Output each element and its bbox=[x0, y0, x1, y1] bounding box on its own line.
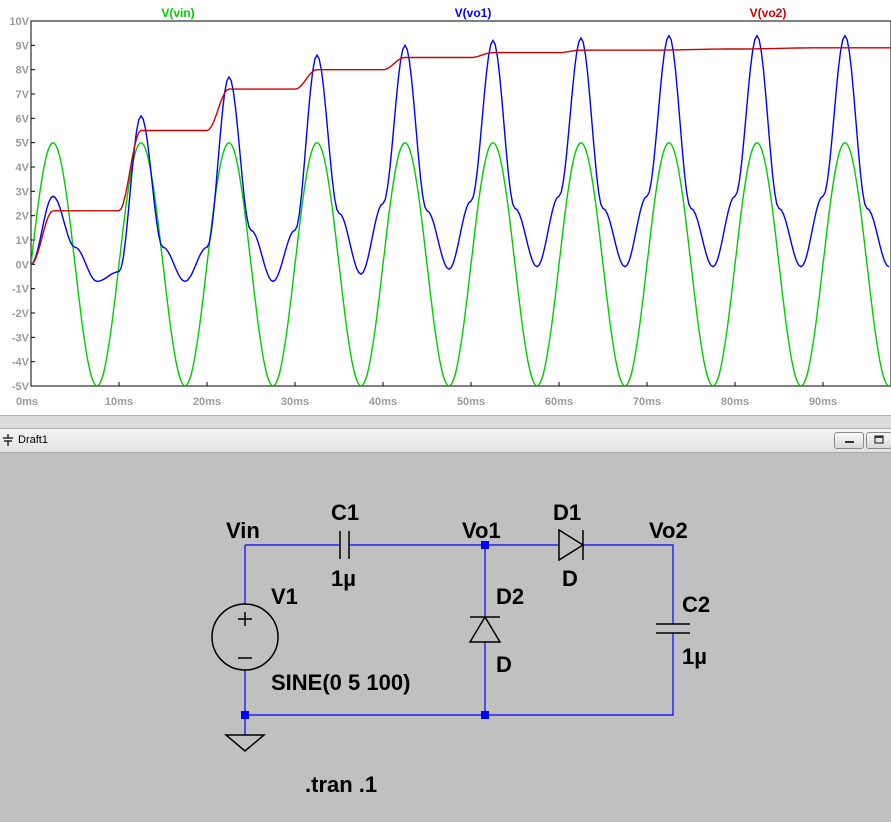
minimize-icon bbox=[845, 441, 854, 443]
v1-value[interactable]: SINE(0 5 100) bbox=[271, 670, 410, 695]
y-tick-label: 9V bbox=[16, 40, 30, 52]
x-tick-label: 70ms bbox=[633, 396, 661, 408]
y-axis: 10V 9V 8V 7V 6V 5V 4V 3V 2V 1V 0V -1V -2V -3V -4V -5V bbox=[9, 16, 35, 393]
y-tick-label: 6V bbox=[16, 113, 30, 125]
v1-name[interactable]: V1 bbox=[271, 584, 298, 609]
c2-name[interactable]: C2 bbox=[682, 592, 710, 617]
voltage-source-v1[interactable] bbox=[211, 603, 279, 671]
y-tick-label: 5V bbox=[16, 138, 30, 150]
draft-window-titlebar[interactable]: Draft1 bbox=[0, 429, 891, 453]
pane-splitter[interactable] bbox=[0, 415, 891, 429]
schematic-canvas[interactable]: Vin C1 1µ Vo1 D1 D Vo2 V1 SINE(0 5 100) … bbox=[0, 453, 891, 822]
trace-vo2[interactable] bbox=[31, 47, 891, 265]
y-tick-label: -5V bbox=[12, 381, 30, 393]
x-tick-label: 30ms bbox=[281, 396, 309, 408]
plot-frame bbox=[30, 20, 891, 387]
d2-name[interactable]: D2 bbox=[496, 584, 524, 609]
y-tick-label: 7V bbox=[16, 89, 30, 101]
waveform-viewer[interactable]: V(vin) V(vo1) V(vo2) 10V 9V 8V 7V 6V 5V 4V 3V 2V… bbox=[0, 0, 891, 415]
wire-d1-vo2-c2[interactable] bbox=[583, 544, 674, 624]
net-label-vo1[interactable]: Vo1 bbox=[462, 518, 501, 543]
draft-window-title: Draft1 bbox=[18, 434, 48, 446]
restore-icon bbox=[874, 435, 884, 444]
y-tick-label: -4V bbox=[12, 357, 30, 369]
y-tick-label: -3V bbox=[12, 332, 30, 344]
d1-name[interactable]: D1 bbox=[553, 500, 581, 525]
trace-group bbox=[31, 34, 891, 386]
capacitor-c2[interactable] bbox=[656, 623, 690, 634]
restore-button[interactable] bbox=[866, 432, 891, 449]
diode-d2[interactable] bbox=[468, 615, 502, 643]
trace-label-vo2[interactable]: V(vo2) bbox=[750, 6, 787, 20]
x-axis: 0ms 10ms 20ms 30ms 40ms 50ms 60ms 70ms 80ms 90ms bbox=[16, 382, 837, 408]
schematic-drawing[interactable]: Vin C1 1µ Vo1 D1 D Vo2 V1 SINE(0 5 100) … bbox=[0, 453, 891, 822]
wire-group[interactable] bbox=[244, 544, 674, 735]
schematic-document-icon bbox=[3, 434, 13, 446]
y-tick-label: 1V bbox=[16, 235, 30, 247]
x-tick-label: 10ms bbox=[105, 396, 133, 408]
trace-vo1[interactable] bbox=[31, 34, 890, 283]
y-tick-label: 2V bbox=[16, 211, 30, 223]
spice-directive[interactable]: .tran .1 bbox=[305, 772, 377, 797]
wire-ground-return[interactable] bbox=[244, 633, 674, 716]
y-tick-label: 0V bbox=[16, 259, 30, 271]
c1-value[interactable]: 1µ bbox=[331, 566, 356, 591]
x-tick-label: 50ms bbox=[457, 396, 485, 408]
x-tick-label: 80ms bbox=[721, 396, 749, 408]
ground-icon[interactable] bbox=[223, 734, 267, 752]
c1-name[interactable]: C1 bbox=[331, 500, 359, 525]
y-tick-label: -1V bbox=[12, 284, 30, 296]
y-tick-label: 8V bbox=[16, 65, 30, 77]
x-tick-label: 40ms bbox=[369, 396, 397, 408]
net-label-vo2[interactable]: Vo2 bbox=[649, 518, 688, 543]
y-tick-label: -2V bbox=[12, 308, 30, 320]
y-tick-label: 10V bbox=[9, 16, 29, 28]
diode-d1[interactable] bbox=[558, 528, 585, 562]
trace-label-vo1[interactable]: V(vo1) bbox=[455, 6, 492, 20]
junction-group bbox=[241, 541, 489, 719]
minimize-button[interactable] bbox=[834, 432, 864, 449]
x-tick-label: 0ms bbox=[16, 396, 38, 408]
trace-vin[interactable] bbox=[31, 142, 891, 386]
x-tick-label: 60ms bbox=[545, 396, 573, 408]
waveform-plot[interactable]: V(vin) V(vo1) V(vo2) 10V 9V 8V 7V 6V 5V 4V 3V 2V… bbox=[0, 0, 891, 415]
d1-model[interactable]: D bbox=[562, 566, 578, 591]
c2-value[interactable]: 1µ bbox=[682, 644, 707, 669]
trace-label-vin[interactable]: V(vin) bbox=[161, 6, 194, 20]
y-tick-label: 3V bbox=[16, 186, 30, 198]
x-tick-label: 90ms bbox=[809, 396, 837, 408]
y-tick-label: 4V bbox=[16, 162, 30, 174]
capacitor-c1[interactable] bbox=[339, 531, 350, 559]
d2-model[interactable]: D bbox=[496, 652, 512, 677]
net-label-vin[interactable]: Vin bbox=[226, 518, 260, 543]
x-tick-label: 20ms bbox=[193, 396, 221, 408]
